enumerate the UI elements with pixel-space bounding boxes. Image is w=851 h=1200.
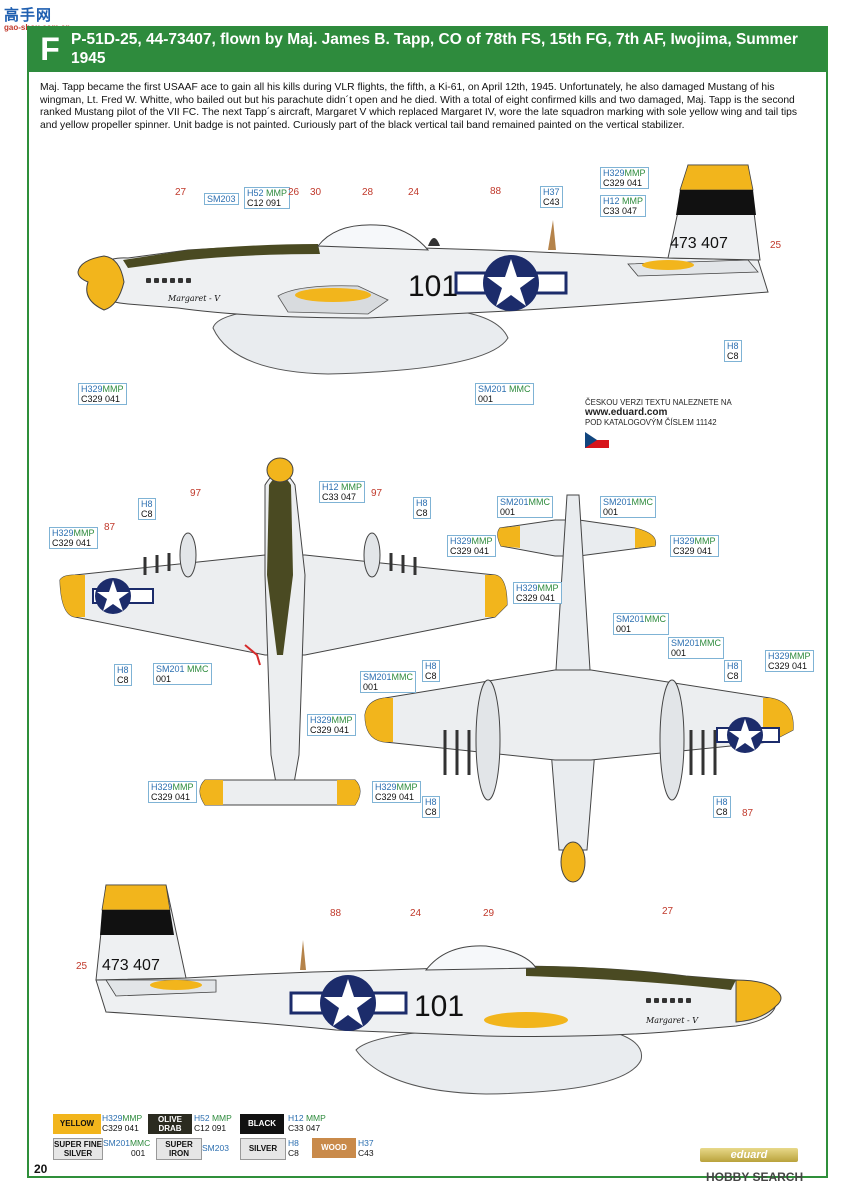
callout-number: 26: [288, 187, 300, 198]
bottom-view: [364, 494, 794, 883]
callout-number: 28: [362, 187, 374, 198]
side-noseart-text: Margaret - V: [167, 294, 221, 303]
legend-swatch-silver: SILVER: [240, 1138, 286, 1160]
top-view: [59, 457, 508, 806]
profile-letter: F: [30, 29, 70, 69]
right-side-view: 101 473 407 Margaret - V: [95, 884, 782, 1095]
legend-swatch-wood: WOOD: [312, 1138, 356, 1158]
callout-sm203: SM203: [204, 193, 239, 205]
callout-number: 25: [76, 961, 88, 972]
callout-number: 27: [662, 906, 674, 917]
callout-number: 87: [742, 808, 754, 819]
legend-swatch-olive-drab: OLIVE DRAB: [148, 1114, 192, 1134]
czech-line-1: ČESKOU VERZI TEXTU NALEZNETE NA: [585, 398, 732, 407]
side-code-text: 101: [414, 990, 464, 1023]
side-serial-text: 473 407: [102, 957, 160, 974]
callout-number: 30: [310, 187, 322, 198]
czech-note: ČESKOU VERZI TEXTU NALEZNETE NA www.edua…: [585, 398, 745, 428]
callout-number: 29: [483, 908, 495, 919]
brand-logo: eduard: [700, 1148, 798, 1162]
czech-flag-icon: [585, 432, 609, 448]
callout-number: 24: [408, 187, 420, 198]
legend-swatch-super-iron: SUPER IRON: [156, 1138, 202, 1160]
callout-number: 24: [410, 908, 422, 919]
side-noseart-text: Margaret - V: [645, 1016, 699, 1025]
left-side-view: 101 473 407 Margaret - V: [77, 164, 769, 375]
czech-url[interactable]: www.eduard.com: [585, 407, 668, 418]
watermark-logo-text: 高手网: [4, 6, 53, 24]
callout-number: 97: [190, 488, 202, 499]
legend-codes-super-iron: SM203: [202, 1143, 229, 1153]
profile-title: P-51D-25, 44-73407, flown by Maj. James …: [71, 31, 798, 67]
side-code-text: 101: [408, 270, 458, 303]
callout-number: 88: [330, 908, 342, 919]
callout-number: 27: [175, 187, 187, 198]
legend-swatch-black: BLACK: [240, 1114, 284, 1134]
footer-watermark: HOBBY SEARCH: [706, 1170, 804, 1184]
callout-number: 25: [770, 240, 782, 251]
legend-swatch-super-fine-silver: SUPER FINE SILVER: [53, 1138, 103, 1160]
callout-number: 88: [490, 186, 502, 197]
legend-swatch-yellow: YELLOW: [53, 1114, 101, 1134]
page-number: 20: [34, 1162, 48, 1176]
page-frame: [27, 26, 828, 1178]
side-serial-text: 473 407: [670, 235, 728, 252]
callout-number: 87: [104, 522, 116, 533]
callout-number: 97: [371, 488, 383, 499]
profile-description: Maj. Tapp became the first USAAF ace to …: [40, 82, 798, 132]
profile-header: F P-51D-25, 44-73407, flown by Maj. Jame…: [27, 26, 826, 72]
czech-line-2: POD KATALOGOVÝM ČÍSLEM 11142: [585, 418, 717, 427]
